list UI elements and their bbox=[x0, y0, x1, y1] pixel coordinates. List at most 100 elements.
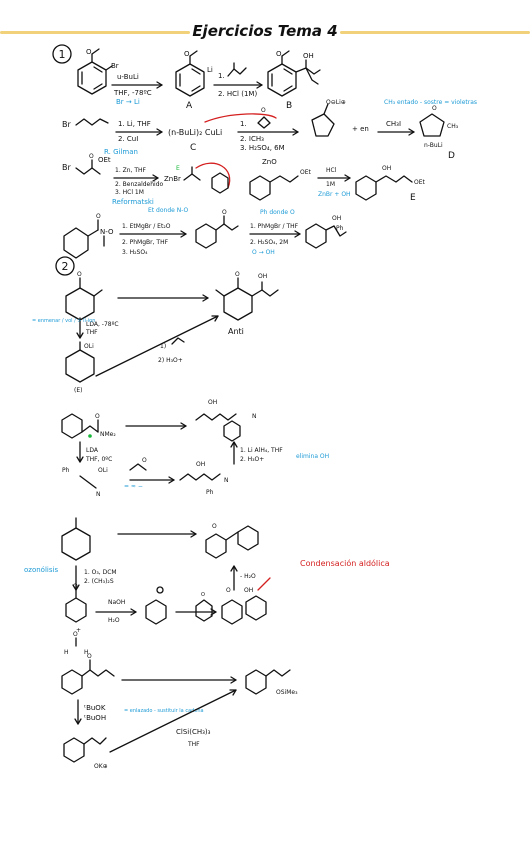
svg-text:O: O bbox=[142, 457, 147, 464]
reaction-2-3: O ozonólisis 1. O₃, DCM 2. (CH₃)₂S O + O… bbox=[24, 517, 390, 656]
step-h3o: 2) H₃O+ bbox=[158, 357, 183, 364]
n-label-3: N bbox=[252, 413, 257, 420]
reagent-etmgbr: 1. EtMgBr / Et₂O bbox=[122, 223, 171, 230]
oet-label: OEt bbox=[98, 156, 111, 164]
svg-text:O: O bbox=[77, 271, 82, 278]
enolate-ring bbox=[311, 113, 335, 137]
oh-label-e: OH bbox=[382, 165, 391, 172]
reagent-benzaldehyde: 2. Benzaldehido bbox=[115, 181, 164, 188]
hcl-label: HCl bbox=[326, 167, 337, 174]
reaction-2-4: O OSiMe₃ ᵗBuOK ᵗBuOH = enlazado - sustit… bbox=[61, 653, 298, 770]
osime3-label: OSiMe₃ bbox=[276, 689, 298, 696]
reagent-o3: 1. O₃, DCM bbox=[84, 569, 117, 576]
reagent-cui: 2. CuI bbox=[118, 135, 138, 143]
oet-label-3: OEt bbox=[414, 179, 426, 186]
reagent-tmscl: ClSi(CH₃)₃ bbox=[176, 728, 211, 736]
phenyl-ring bbox=[61, 413, 83, 439]
ph-label: Ph bbox=[62, 467, 70, 474]
reagent-hcl1m: 3. HCl 1M bbox=[115, 189, 144, 196]
weinreb-n-o: N-O bbox=[100, 228, 114, 236]
note-enlazado: = enlazado - sustituir la cadena bbox=[124, 708, 204, 714]
title-bar: Ejercicios Tema 4 bbox=[0, 22, 530, 44]
reaction-2-1: O O OH Anti LDA, -78ºC THF = enmenar / v… bbox=[32, 271, 279, 394]
reagent-nbuli: u-BuLi bbox=[117, 73, 139, 81]
oli-label: OLi bbox=[84, 343, 94, 350]
reagent-phmgbr-2: 1. PhMgBr / THF bbox=[250, 223, 299, 230]
oet-label-2: OEt bbox=[300, 169, 312, 176]
h-label-1: H bbox=[64, 649, 69, 656]
reaction-1-2: Br 1. Li, THF 2. CuI R. Gilman (n-BuLi)₂… bbox=[62, 99, 477, 161]
plus-en: + en bbox=[352, 125, 369, 133]
substituent-br: Br bbox=[111, 62, 119, 70]
svg-text:O: O bbox=[222, 209, 227, 216]
svg-text:O: O bbox=[89, 153, 94, 160]
reagent-lialh4: 1. Li AlH₄, THF bbox=[240, 447, 283, 454]
aldol-product-ring bbox=[223, 287, 253, 321]
reagent-hcl: 2. HCl (1M) bbox=[218, 90, 257, 98]
label-b: B bbox=[286, 101, 292, 111]
note-blue-lda: = enmenar / vol / > lí-ion bbox=[32, 317, 95, 324]
note-elimina-oh: elimina OH bbox=[296, 453, 329, 460]
note-eq: = ≈ − bbox=[124, 483, 143, 490]
section-1-number: 1 bbox=[52, 44, 72, 64]
svg-text:O: O bbox=[201, 592, 205, 598]
svg-text:O: O bbox=[432, 105, 437, 112]
step-1: 1. bbox=[240, 120, 247, 128]
reaction-1-3: Br O OEt 1. Zn, THF 2. Benzaldehido 3. H… bbox=[62, 153, 426, 206]
ph-label-r4: Ph bbox=[336, 225, 344, 232]
reaction-1-4: O N-O Et donde N-O 1. EtMgBr / Et₂O 2. P… bbox=[63, 207, 347, 259]
cyclopentenone bbox=[257, 116, 271, 129]
zno-label: ZnO bbox=[262, 158, 277, 166]
curved-arrow-red bbox=[204, 113, 277, 123]
n-label: N bbox=[96, 491, 101, 498]
step-1-2: 1) bbox=[160, 343, 166, 350]
note-et-n-o: Et donde N-O bbox=[148, 207, 189, 214]
reagent-ch3i: CH₃I bbox=[386, 120, 401, 128]
note-ch3-blue: CH₃ entado - sostre = violetras bbox=[384, 99, 477, 106]
ch3-label: CH₃ bbox=[447, 123, 459, 130]
reagent-tbuoh: ᵗBuOH bbox=[84, 714, 106, 722]
methylenecyclohexane-ring bbox=[61, 527, 91, 561]
label-a: A bbox=[186, 101, 193, 111]
bromoester-br: Br bbox=[62, 163, 71, 172]
reagent-lda-2: LDA bbox=[86, 447, 99, 454]
benzaldehyde-ring bbox=[211, 172, 229, 194]
svg-text:O: O bbox=[73, 631, 78, 638]
step-1-label: 1. bbox=[218, 72, 225, 80]
svg-text:O: O bbox=[261, 107, 266, 114]
svg-text:O: O bbox=[95, 413, 100, 420]
reagent-naoh: NaOH bbox=[108, 599, 125, 606]
phenyl-ring-2 bbox=[61, 669, 83, 695]
reagent-h2so4-2m: 2. H₂SO₄, 2M bbox=[250, 239, 288, 246]
curved-arrow-red-2 bbox=[195, 162, 231, 189]
oh-label-aldol-2: OH bbox=[244, 587, 253, 594]
label-d: D bbox=[448, 151, 455, 161]
svg-text:O: O bbox=[96, 213, 101, 220]
reagent-h2o: H₂O bbox=[108, 617, 120, 624]
reaction-1-1: O Br u-BuLi THF, -78ºC Br → Li O Li A 1.… bbox=[77, 48, 321, 111]
note-br-li: Br → Li bbox=[116, 98, 140, 106]
note-reformatsky: Reformatski bbox=[112, 198, 154, 206]
ok-label: OK⊕ bbox=[94, 763, 108, 770]
h2o-loss: - H₂O bbox=[240, 573, 256, 580]
methylcyclohexanone-ring bbox=[65, 287, 95, 321]
reagent-zn: 1. Zn, THF bbox=[115, 167, 147, 174]
cyclohexane-ring bbox=[63, 227, 89, 259]
reagent-me2s: 2. (CH₃)₂S bbox=[84, 578, 114, 585]
reagent-h2so4: 3. H₂SO₄ bbox=[122, 249, 148, 256]
oh-label-2: OH bbox=[196, 461, 205, 468]
svg-text:O: O bbox=[235, 271, 240, 278]
reagent-thf: THF bbox=[85, 329, 98, 336]
oh-label-aldol: OH bbox=[258, 273, 267, 280]
svg-text:O: O bbox=[86, 48, 92, 56]
reagent-phmgbr: 2. PhMgBr, THF bbox=[122, 239, 169, 246]
oli-label-2: OLi bbox=[98, 467, 108, 474]
label-e: E bbox=[410, 193, 416, 203]
butyl-bromide-br: Br bbox=[62, 120, 71, 129]
conditions-thf-0c: THF, 0ºC bbox=[85, 456, 112, 463]
li-label: Li bbox=[207, 66, 213, 74]
ph-label-2: Ph bbox=[206, 489, 214, 496]
title-rule-left bbox=[0, 31, 190, 34]
cuprate-intermediate: (n-BuLi)₂ CuLi bbox=[168, 128, 222, 137]
oh-label: OH bbox=[303, 52, 314, 60]
